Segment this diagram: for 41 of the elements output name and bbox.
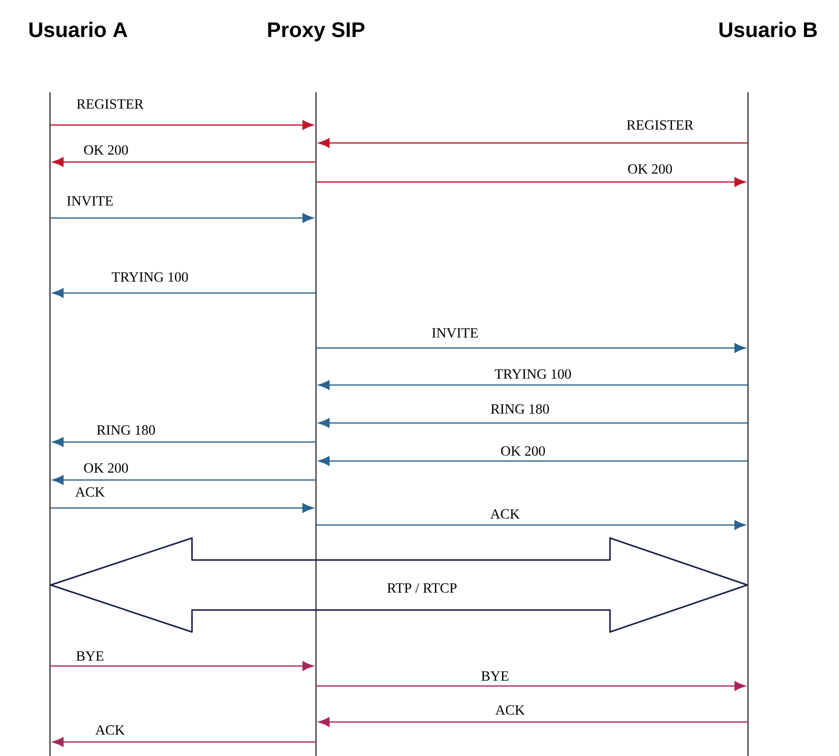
edge-label: BYE	[74, 650, 106, 662]
edge-label: OK 200	[82, 462, 130, 474]
double-block-arrow	[50, 537, 748, 633]
edge-label: INVITE	[430, 327, 480, 339]
participant-label: Usuario B	[719, 22, 817, 38]
edge-label: RING 180	[489, 403, 551, 415]
edge-label: REGISTER	[75, 98, 145, 110]
edge-label: REGISTER	[625, 119, 695, 131]
message-arrow	[50, 120, 314, 130]
message-arrow	[318, 418, 748, 428]
edge-label: RTP / RTCP	[386, 582, 458, 594]
participant-label: Usuario A	[29, 22, 128, 38]
participant-label: Proxy SIP	[268, 22, 364, 42]
edge-label: INVITE	[65, 195, 115, 207]
edge-label: RING 180	[95, 424, 157, 436]
edge-label: ACK	[74, 486, 106, 498]
message-arrow	[50, 503, 314, 513]
message-arrow	[52, 288, 316, 298]
message-arrow	[316, 343, 746, 353]
message-arrow	[316, 681, 746, 691]
message-arrow	[50, 661, 314, 671]
message-arrow	[318, 717, 748, 727]
message-arrow	[316, 177, 746, 187]
edge-label: ACK	[489, 508, 522, 520]
edge-label: ACK	[94, 724, 126, 736]
edge-label: ACK	[494, 704, 526, 716]
message-arrow	[318, 380, 748, 390]
edge-label: OK 200	[82, 144, 130, 156]
edge-label: TRYING 100	[110, 271, 190, 283]
message-arrow	[318, 456, 748, 466]
message-arrow	[316, 520, 746, 530]
message-arrow	[52, 437, 316, 447]
edge-label: OK 200	[499, 445, 547, 457]
message-arrow	[52, 475, 316, 485]
message-arrow	[52, 737, 316, 747]
edge-label: BYE	[480, 670, 510, 682]
message-arrow	[52, 157, 316, 167]
message-arrow	[50, 213, 314, 223]
edge-label: TRYING 100	[493, 368, 573, 380]
edge-label: OK 200	[626, 163, 674, 175]
message-arrow	[318, 138, 748, 148]
